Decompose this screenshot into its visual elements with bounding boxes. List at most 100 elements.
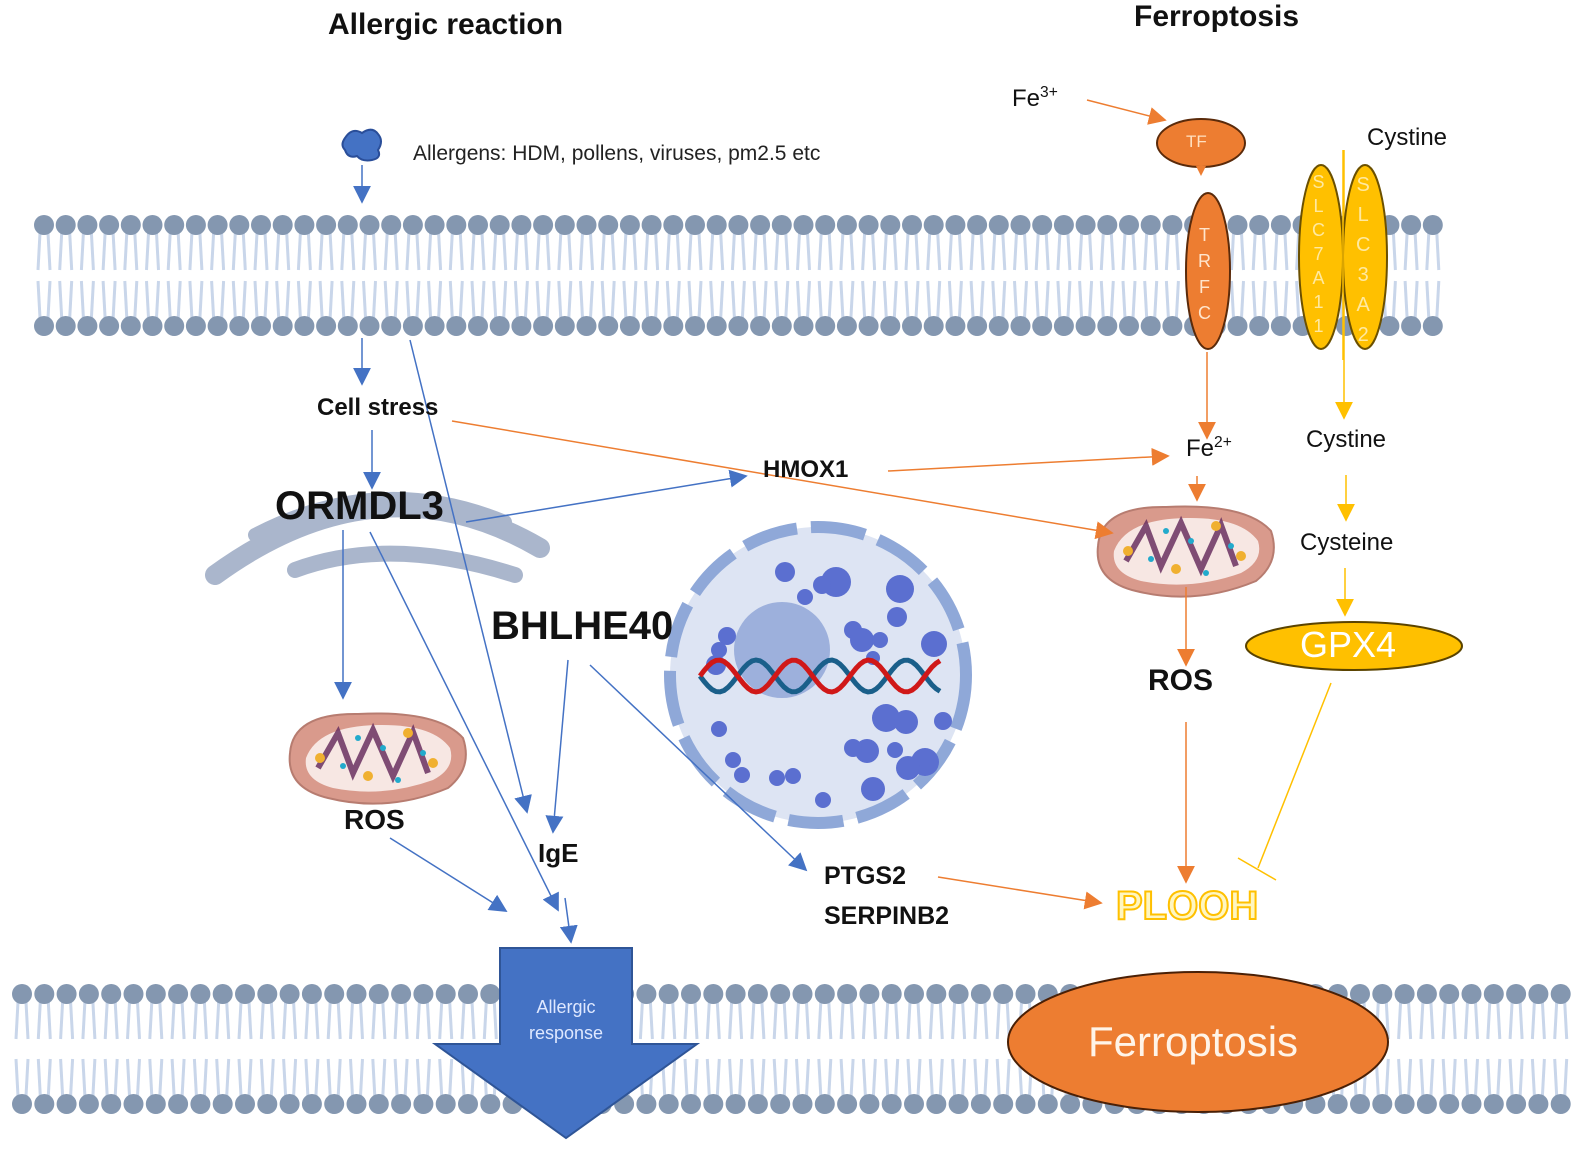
lipid-head <box>1461 984 1482 1004</box>
mitochondrion-icon-right <box>1096 505 1275 598</box>
lipid-tail <box>470 280 476 319</box>
lipid-head <box>402 215 423 235</box>
lipid-head <box>324 1094 345 1114</box>
lipid-tail <box>259 1058 265 1097</box>
lipid-head <box>391 1094 412 1114</box>
lipid-tail <box>282 1058 288 1097</box>
lipid-head <box>1075 316 1096 336</box>
lipid-tail <box>36 1001 42 1040</box>
lipid-tail <box>683 1001 689 1040</box>
lipid-tail <box>1451 1058 1457 1097</box>
lipid-tail <box>350 232 356 271</box>
lipid-tail <box>36 280 42 319</box>
lipid-head <box>101 984 122 1004</box>
lipid-head <box>880 215 901 235</box>
lipid-tail <box>991 280 997 319</box>
lipid-tail <box>14 1058 20 1097</box>
lipid-head <box>881 984 902 1004</box>
lipid-tail <box>46 1058 52 1097</box>
slc3a2-letter: 2 <box>1357 324 1369 346</box>
lipid-tail <box>936 232 942 271</box>
lipid-head <box>446 215 467 235</box>
lipid-tail <box>470 232 476 271</box>
lipid-tail <box>610 280 616 319</box>
lipid-tail <box>198 232 204 271</box>
lipid-head <box>904 1094 924 1114</box>
lipid-tail <box>861 280 867 319</box>
lipid-tail <box>1251 280 1257 319</box>
lipid-tail <box>928 1058 934 1097</box>
lipid-tail <box>1419 1001 1425 1040</box>
slc3a2-letter: L <box>1357 204 1369 226</box>
lipid-head <box>815 316 836 336</box>
lipid-tail <box>482 1001 488 1040</box>
lipid-tail <box>259 1001 265 1040</box>
lipid-head <box>164 316 185 336</box>
lipid-tail <box>1391 232 1397 271</box>
inhibition-gpx4-to-plooh <box>1237 682 1332 881</box>
lipid-tail <box>589 232 594 271</box>
lipid-tail <box>126 1001 131 1040</box>
lipid-tail <box>979 232 985 271</box>
lipid-head <box>164 215 185 235</box>
lipid-head <box>279 1094 300 1114</box>
lipid-head <box>185 316 206 336</box>
lipid-tail <box>1174 280 1180 319</box>
lipid-tail <box>1013 232 1018 271</box>
lipid-tail <box>904 280 910 319</box>
lipid-tail <box>671 1058 677 1097</box>
lipid-head <box>685 316 705 336</box>
lipid-head <box>725 1094 746 1114</box>
lipid-tail <box>871 1058 877 1097</box>
lipid-tail <box>772 1058 778 1097</box>
lipid-head <box>489 316 510 336</box>
lipid-head <box>1506 1094 1527 1114</box>
lipid-tail <box>1451 1001 1457 1040</box>
lipid-tail <box>936 280 942 319</box>
lipid-tail <box>894 1001 900 1040</box>
lipid-tail <box>1240 232 1245 271</box>
lipid-tail <box>926 232 932 271</box>
lipid-tail <box>314 1001 320 1040</box>
lipid-head <box>1550 984 1571 1004</box>
lipid-head <box>533 215 554 235</box>
lipid-tail <box>884 1058 890 1097</box>
lipid-head <box>272 316 293 336</box>
lipid-head <box>1060 1094 1081 1114</box>
lipid-head <box>880 316 901 336</box>
lipid-tail <box>113 1001 119 1040</box>
mitochondrion-icon-left <box>288 712 467 805</box>
lipid-head <box>435 984 456 1004</box>
lipid-tail <box>237 1058 243 1097</box>
lipid-tail <box>202 1058 208 1097</box>
lipid-tail <box>220 280 226 319</box>
lipid-head <box>945 215 966 235</box>
lipid-tail <box>448 1001 454 1040</box>
lipid-head <box>750 316 771 336</box>
lipid-head <box>1010 316 1031 336</box>
lipid-tail <box>241 232 247 271</box>
lipid-tail <box>69 1001 75 1040</box>
lipid-tail <box>784 232 790 271</box>
lipid-tail <box>188 280 194 319</box>
lipid-tail <box>839 1058 845 1097</box>
lipid-head <box>145 984 166 1004</box>
lipid-tail <box>1001 280 1007 319</box>
lipid-head <box>902 215 922 235</box>
lipid-head <box>728 316 749 336</box>
lipid-tail <box>1486 1058 1492 1097</box>
lipid-head <box>207 215 228 235</box>
lipid-tail <box>1283 232 1289 271</box>
lipid-tail <box>622 280 628 319</box>
slc7a11-letter: 7 <box>1313 244 1324 264</box>
lipid-tail <box>1273 232 1279 271</box>
lipid-tail <box>687 232 693 271</box>
lipid-head <box>1119 316 1139 336</box>
lipid-tail <box>796 280 801 319</box>
lipid-head <box>1075 215 1096 235</box>
lipid-tail <box>693 1001 699 1040</box>
lipid-head <box>251 316 271 336</box>
lipid-tail <box>458 232 464 271</box>
